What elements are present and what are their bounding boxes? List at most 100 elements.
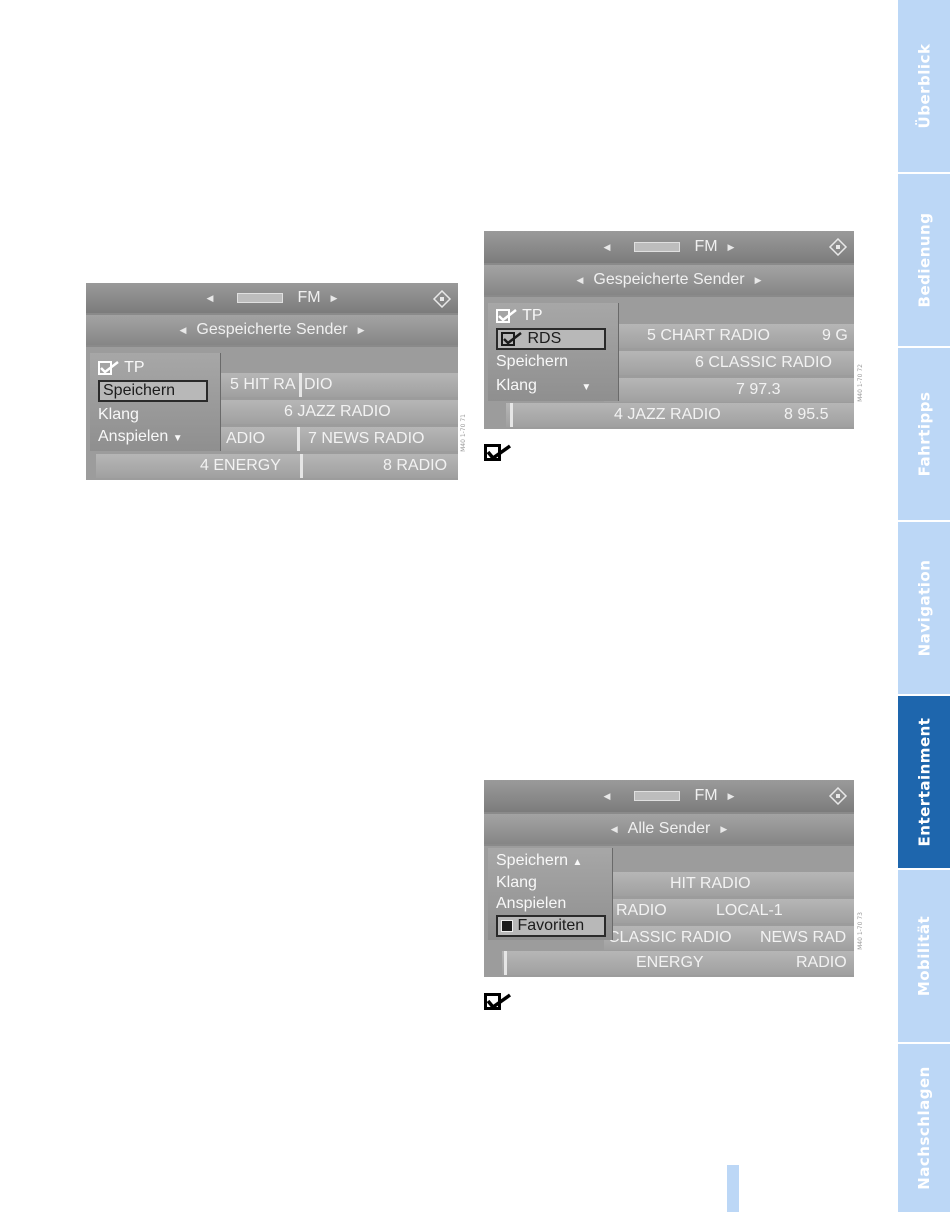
station-label: RADIO [796, 954, 847, 971]
band-bar: ◀ FM ▶ [484, 780, 854, 812]
radio-screen-1: ◀ FM ▶ ◀ Gespeicherte Sender ▶ 5 HIT RA … [86, 283, 458, 480]
menu-item-anspielen[interactable]: Anspielen ▼ [98, 428, 183, 445]
station-row[interactable] [604, 351, 854, 375]
station-row[interactable] [206, 373, 458, 397]
title-bar: ◀ Gespeicherte Sender ▶ [484, 265, 854, 295]
tab-navigation[interactable]: Navigation [898, 522, 950, 694]
station-row[interactable] [604, 926, 854, 950]
station-row[interactable] [604, 899, 854, 923]
chapter-tabs: Überblick Bedienung Fahrtipps Navigation… [898, 0, 950, 1212]
arrow-left-icon: ◀ [610, 823, 618, 834]
arrow-right-icon: ▶ [357, 324, 365, 335]
tab-bedienung[interactable]: Bedienung [898, 174, 950, 346]
tab-entertainment[interactable]: Entertainment [898, 696, 950, 868]
title-bar: ◀ Gespeicherte Sender ▶ [86, 315, 458, 345]
check-icon [496, 308, 517, 323]
options-menu: TP Speichern Klang Anspielen ▼ [90, 353, 221, 451]
menu-item-tp[interactable]: TP [98, 359, 145, 377]
station-label: LOCAL-1 [716, 902, 783, 919]
arrow-left-icon: ◀ [576, 274, 584, 285]
band-bar: ◀ FM ▶ [86, 283, 458, 313]
station-label: NEWS RAD [760, 929, 847, 946]
station-row[interactable] [206, 427, 458, 451]
arrow-right-icon: ▶ [727, 790, 735, 801]
check-icon [484, 993, 512, 1010]
station-row[interactable] [96, 454, 458, 478]
station-row[interactable] [604, 324, 854, 348]
menu-item-speichern[interactable]: Speichern [98, 380, 208, 402]
station-label: HIT RADIO [670, 875, 751, 892]
arrow-left-icon: ◀ [603, 241, 611, 252]
menu-item-speichern[interactable]: Speichern ▲ [496, 852, 583, 869]
figure-code: M40 1-70 72 [857, 364, 864, 402]
list-title: Alle Sender [627, 820, 711, 837]
scroll-down-icon[interactable]: ▼ [172, 433, 183, 444]
station-label: 7 97.3 [736, 381, 781, 398]
station-label: RADIO [616, 902, 667, 919]
station-row[interactable] [502, 951, 854, 975]
arrow-left-icon: ◀ [603, 790, 611, 801]
station-label: CLASSIC RADIO [608, 929, 732, 946]
checkbox-icon[interactable] [501, 919, 513, 932]
arrow-right-icon: ▶ [754, 274, 762, 285]
tab-nachschlagen[interactable]: Nachschlagen [898, 1044, 950, 1212]
station-row[interactable] [604, 378, 854, 402]
check-icon [501, 331, 522, 346]
check-icon [484, 444, 512, 461]
menu-item-speichern[interactable]: Speichern [496, 353, 569, 370]
radio-screen-3: ◀ FM ▶ ◀ Alle Sender ▶ HIT RADIO RADIO L… [484, 780, 854, 977]
figure-code: M40 1-70 73 [857, 912, 864, 950]
tab-mobilitaet[interactable]: Mobilität [898, 870, 950, 1042]
page-marker [727, 1165, 739, 1212]
arrow-right-icon: ▶ [330, 292, 338, 303]
band-label: FM [694, 238, 718, 255]
station-row[interactable] [604, 872, 854, 896]
arrow-left-icon: ◀ [179, 324, 187, 335]
station-label: 4 JAZZ RADIO [614, 406, 721, 423]
menu-item-tp[interactable]: TP [496, 307, 543, 325]
band-bar: ◀ FM ▶ [484, 231, 854, 263]
station-label: 6 CLASSIC RADIO [695, 354, 832, 371]
options-menu: Speichern ▲ Klang Anspielen Favoriten [488, 848, 613, 940]
list-title: Gespeicherte Sender [196, 321, 348, 338]
station-label: 5 HIT RA [230, 376, 296, 393]
options-menu: TP RDS Speichern Klang ▼ [488, 303, 619, 401]
radio-screen-2: ◀ FM ▶ ◀ Gespeicherte Sender ▶ 5 CHART R… [484, 231, 854, 429]
menu-item-anspielen[interactable]: Anspielen [496, 895, 567, 912]
menu-item-klang[interactable]: Klang ▼ [496, 377, 592, 394]
arrow-right-icon: ▶ [720, 823, 728, 834]
menu-item-rds[interactable]: RDS [496, 328, 606, 350]
menu-item-klang[interactable]: Klang [98, 406, 139, 423]
scroll-up-icon[interactable]: ▲ [572, 857, 583, 868]
station-label: 9 G [822, 327, 848, 344]
menu-item-favoriten[interactable]: Favoriten [496, 915, 606, 937]
station-row[interactable] [506, 403, 854, 427]
list-title: Gespeicherte Sender [593, 271, 745, 288]
tab-fahrtipps[interactable]: Fahrtipps [898, 348, 950, 520]
title-bar: ◀ Alle Sender ▶ [484, 814, 854, 844]
radio-device-icon [634, 242, 681, 252]
arrow-left-icon: ◀ [206, 292, 214, 303]
station-label: 7 NEWS RADIO [308, 430, 425, 447]
controller-icon [828, 238, 848, 256]
radio-device-icon [634, 791, 681, 801]
station-label: 4 ENERGY [200, 457, 281, 474]
station-label: 8 95.5 [784, 406, 829, 423]
station-row[interactable] [206, 400, 458, 424]
check-icon [98, 360, 119, 375]
scroll-down-icon[interactable]: ▼ [581, 382, 592, 393]
station-label: ENERGY [636, 954, 704, 971]
menu-item-klang[interactable]: Klang [496, 874, 537, 891]
station-label: DIO [304, 376, 333, 393]
figure-code: M40 1-70 71 [460, 414, 467, 452]
controller-icon [432, 290, 452, 308]
station-label: 5 CHART RADIO [647, 327, 770, 344]
station-label: 8 RADIO [383, 457, 448, 474]
band-label: FM [694, 787, 718, 804]
tab-ueberblick[interactable]: Überblick [898, 0, 950, 172]
band-label: FM [297, 289, 321, 306]
station-label: ADIO [226, 430, 266, 447]
controller-icon [828, 787, 848, 805]
arrow-right-icon: ▶ [727, 241, 735, 252]
radio-device-icon [237, 293, 284, 303]
